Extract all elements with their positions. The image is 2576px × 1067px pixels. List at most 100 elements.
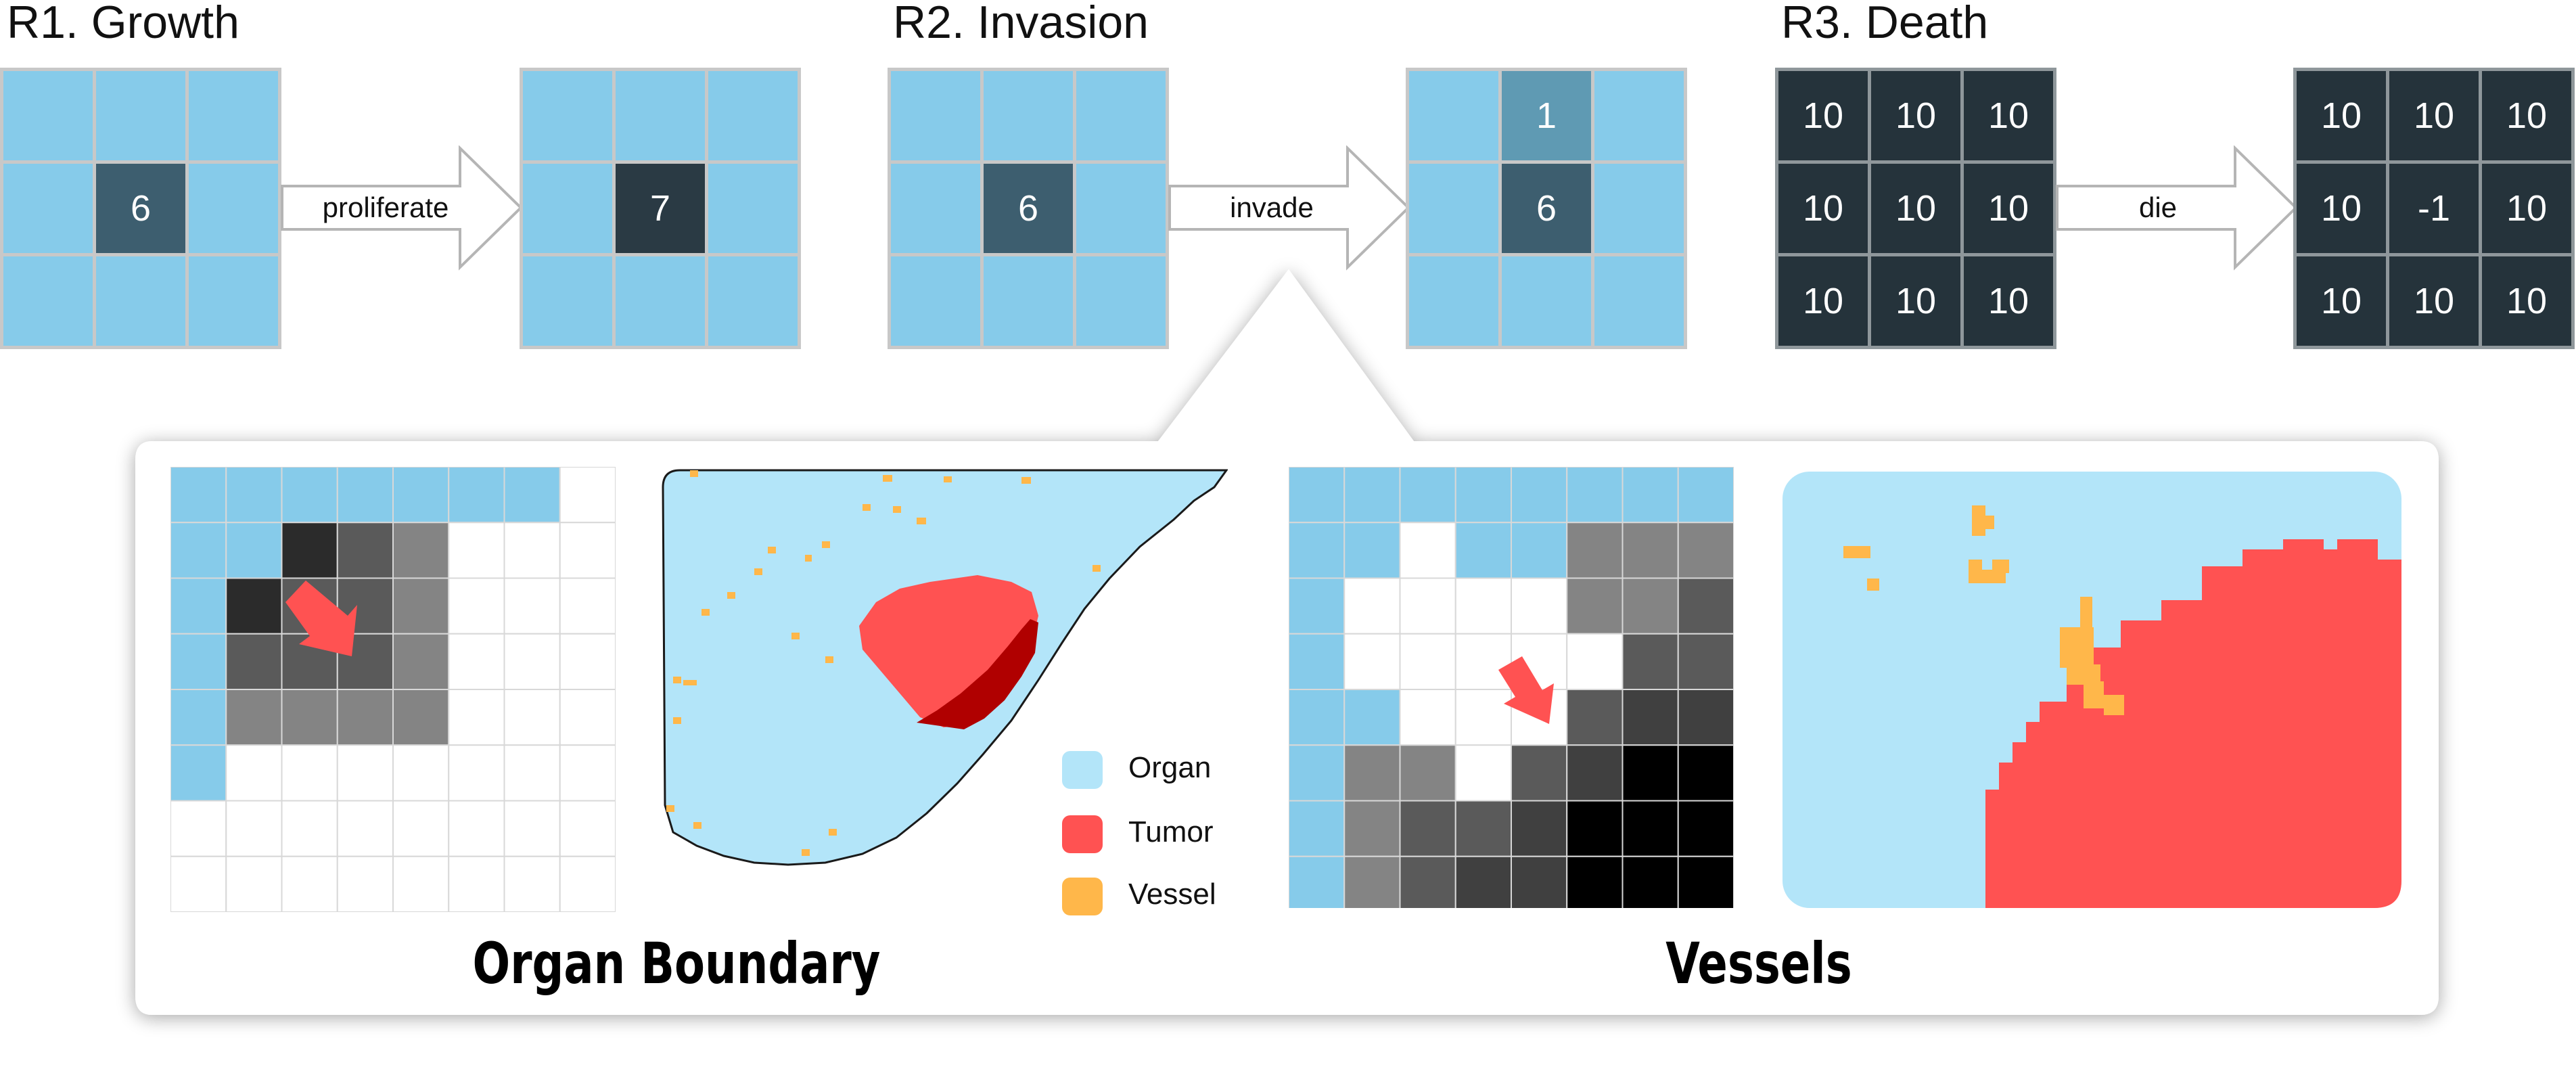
pixel-cell [559,577,616,635]
tumor-invaded-edge [917,619,1038,729]
tumor-cell: 6 [1502,164,1591,253]
direction-arrow-icon [1498,656,1554,724]
pixel-cell [1343,633,1401,690]
pixel-cell [1343,800,1401,857]
grid-cell [708,256,798,346]
pixel-cell [448,855,505,912]
pixel-cell [1289,689,1346,746]
pixel-cell [281,800,338,857]
pixel-cell [503,522,561,579]
grid-cell: 10 [1964,71,2053,160]
grid-cell: 10 [2389,256,2479,346]
pixel-cell [281,689,338,746]
organ-boundary-grid [170,467,616,912]
pixel-cell [1677,467,1734,524]
tumor-cell: 6 [96,164,185,253]
grid-cell [96,256,185,346]
pixel-cell [392,577,450,635]
pixel-cell [559,467,616,524]
pixel-cell [1343,577,1401,635]
pixel-cell [1454,689,1512,746]
pixel-cell [1622,633,1679,690]
pixel-cell [503,633,561,690]
pixel-cell [1677,855,1734,908]
death-before-grid: 10 10 10 10 10 10 10 10 10 [1775,68,2056,349]
pixel-cell [1566,744,1624,802]
pixel-cell [1511,855,1568,908]
dead-cell: -1 [2389,164,2479,253]
pixel-cell [281,522,338,579]
grid-cell [1076,256,1166,346]
pixel-cell [1289,855,1346,908]
pixel-cell [559,689,616,746]
pixel-cell [392,744,450,802]
tumor-region [1985,539,2401,908]
pixel-cell [336,800,394,857]
invasion-before-grid: 6 [888,68,1169,349]
pixel-cell [336,689,394,746]
pixel-cell [170,577,227,635]
pixel-cell [170,744,227,802]
pixel-cell [503,689,561,746]
pixel-cell [1622,577,1679,635]
vessels-title: Vessels [1665,930,1852,997]
grid-cell: 10 [1871,164,1960,253]
grid-cell: 10 [1964,256,2053,346]
pixel-cell [170,633,227,690]
invade-label: invade [1230,191,1314,223]
vessel-fragments [1843,505,2124,715]
grid-cell: 10 [2482,71,2571,160]
pixel-cell [1511,467,1568,524]
pixel-cell [1677,633,1734,690]
pixel-cell [281,744,338,802]
pixel-cell [1399,522,1456,579]
pixel-cell [1622,744,1679,802]
legend-tumor-swatch [1062,815,1103,853]
die-label: die [2138,191,2178,223]
pixel-cell [1622,800,1679,857]
pixel-cell [392,800,450,857]
pixel-cell [503,467,561,524]
grid-cell [616,71,705,160]
pixel-cell [1343,522,1401,579]
pixel-cell [1677,577,1734,635]
grid-cell [984,256,1073,346]
pixel-cell [170,800,227,857]
grid-cell [96,71,185,160]
pixel-cell [1343,689,1401,746]
pixel-cell [225,800,283,857]
pixel-cell [225,855,283,912]
grid-cell: 10 [1871,256,1960,346]
grid-cell [616,256,705,346]
grid-cell [891,256,980,346]
grid-cell [1594,164,1684,253]
grid-cell [3,164,93,253]
pixel-cell [1566,633,1624,690]
grid-cell [1594,71,1684,160]
grid-cell [708,164,798,253]
pixel-cell [1289,577,1346,635]
pixel-cell [1343,855,1401,908]
pixel-cell [448,744,505,802]
grid-cell: 10 [2482,256,2571,346]
pixel-cell [225,522,283,579]
grid-cell: 10 [2297,71,2386,160]
grid-cell: 10 [2389,71,2479,160]
proliferate-arrow [281,145,523,271]
pixel-cell [170,467,227,524]
grid-cell [189,164,278,253]
pixel-cell [1622,522,1679,579]
death-after-grid: 10 10 10 10 -1 10 10 10 10 [2293,68,2575,349]
grid-cell: 10 [1778,256,1868,346]
pixel-cell [1511,744,1568,802]
pixel-cell [1677,689,1734,746]
pixel-cell [448,522,505,579]
pixel-cell [1289,744,1346,802]
pixel-cell [1566,577,1624,635]
growth-after-grid: 7 [520,68,801,349]
pixel-cell [1677,744,1734,802]
grid-cell [708,71,798,160]
legend-organ-swatch [1062,751,1103,789]
grid-cell [1409,71,1498,160]
vessels-grid [1289,467,1734,908]
